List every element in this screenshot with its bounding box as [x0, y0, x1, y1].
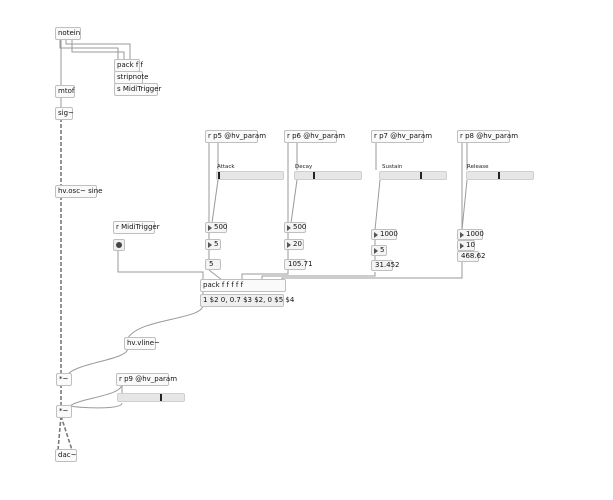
decay-number-mid[interactable]: 20 — [284, 239, 304, 250]
sustain-slider-knob[interactable] — [420, 172, 422, 179]
multiply-signal-1-label: *~ — [59, 375, 69, 383]
attack-number-mid[interactable]: 5 — [205, 239, 221, 250]
decay-slider-label: Decay — [295, 164, 313, 170]
attack-slider[interactable] — [216, 171, 284, 180]
release-number-mid[interactable]: 10 — [457, 240, 475, 251]
attack-slider-label: Attack — [217, 164, 235, 170]
sustain-slider[interactable] — [379, 171, 447, 180]
stripnote-object[interactable]: stripnote — [114, 71, 148, 84]
release-slider[interactable] — [466, 171, 534, 180]
pack-fffff-label: pack f f f f f — [203, 281, 244, 289]
decay-number-out[interactable]: 105.71 — [284, 259, 313, 270]
receive-p8-label: r p8 @hv_param — [460, 132, 519, 140]
vline-object[interactable]: hv.vline~ — [124, 337, 160, 350]
pack-fffff-object[interactable]: pack f f f f f — [200, 279, 286, 292]
receive-p5-label: r p5 @hv_param — [208, 132, 267, 140]
receive-p9-label: r p9 @hv_param — [119, 375, 178, 383]
receive-p7-object[interactable]: r p7 @hv_param — [371, 130, 432, 143]
release-number-out[interactable]: 468.62 — [457, 251, 486, 262]
pack-ff-label: pack f f — [117, 61, 144, 69]
receive-p8-object[interactable]: r p8 @hv_param — [457, 130, 518, 143]
mtof-object[interactable]: mtof — [55, 85, 75, 98]
bang-indicator-icon — [116, 242, 122, 248]
osc-sine-object[interactable]: hv.osc~ sine — [55, 185, 102, 198]
volume-slider[interactable] — [117, 393, 185, 402]
sig-object[interactable]: sig~ — [55, 107, 74, 120]
decay-slider[interactable] — [294, 171, 362, 180]
envelope-message-label: 1 $2 0, 0.7 $3 $2, 0 $5 $4 — [203, 296, 295, 304]
multiply-signal-2-label: *~ — [59, 407, 69, 415]
send-miditrigger-label: s MidiTrigger — [117, 85, 162, 93]
receive-p6-object[interactable]: r p6 @hv_param — [284, 130, 345, 143]
sustain-slider-label: Sustain — [382, 164, 403, 170]
release-slider-knob[interactable] — [498, 172, 500, 179]
mtof-label: mtof — [58, 87, 75, 95]
release-slider-label: Release — [467, 164, 489, 170]
decay-number-top[interactable]: 500 — [284, 222, 306, 233]
receive-miditrigger-object[interactable]: r MidiTrigger — [113, 221, 160, 234]
notein-object[interactable]: notein — [55, 27, 81, 40]
notein-label: notein — [58, 29, 81, 37]
decay-slider-knob[interactable] — [313, 172, 315, 179]
trigger-bang[interactable] — [113, 239, 125, 251]
receive-miditrigger-label: r MidiTrigger — [116, 223, 160, 231]
sustain-number-out[interactable]: 31.452 — [371, 260, 400, 271]
sig-label: sig~ — [58, 109, 74, 117]
attack-number-out[interactable]: 5 — [205, 259, 221, 270]
sustain-number-mid[interactable]: 5 — [371, 245, 387, 256]
stripnote-label: stripnote — [117, 73, 149, 81]
receive-p9-object[interactable]: r p9 @hv_param — [116, 373, 177, 386]
sustain-number-top[interactable]: 1000 — [371, 229, 398, 240]
attack-slider-knob[interactable] — [218, 172, 220, 179]
receive-p5-object[interactable]: r p5 @hv_param — [205, 130, 266, 143]
dac-object[interactable]: dac~ — [55, 449, 77, 462]
envelope-message[interactable]: 1 $2 0, 0.7 $3 $2, 0 $5 $4 — [200, 294, 294, 307]
attack-number-top[interactable]: 500 — [205, 222, 227, 233]
receive-p6-label: r p6 @hv_param — [287, 132, 346, 140]
multiply-signal-1[interactable]: *~ — [56, 373, 72, 386]
dac-label: dac~ — [58, 451, 77, 459]
multiply-signal-2[interactable]: *~ — [56, 405, 72, 418]
release-number-top[interactable]: 1000 — [457, 229, 484, 240]
receive-p7-label: r p7 @hv_param — [374, 132, 433, 140]
osc-sine-label: hv.osc~ sine — [58, 187, 103, 195]
volume-slider-knob[interactable] — [160, 394, 162, 401]
vline-label: hv.vline~ — [127, 339, 160, 347]
send-miditrigger-object[interactable]: s MidiTrigger — [114, 83, 162, 96]
